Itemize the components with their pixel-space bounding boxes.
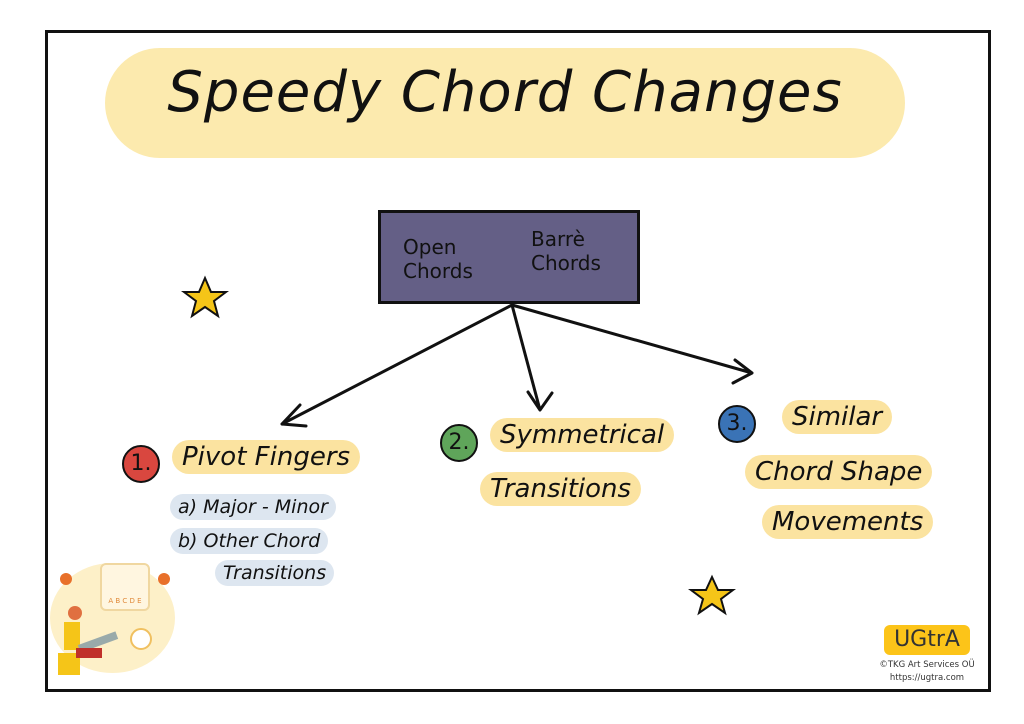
open-chords-label: Open Chords [403,235,473,283]
center-box: Open Chords Barrè Chords [378,210,640,304]
subitem-a: a) Major - Minor [170,494,336,520]
music-note-icon [158,573,170,585]
website-link[interactable]: https://ugtra.com [889,673,965,683]
frame-border [45,30,991,692]
person-head [68,606,82,620]
item-transitions: Transitions [480,472,642,506]
item-similar: Similar [782,400,893,434]
person-legs [76,648,102,658]
subitem-b: b) Other Chord [170,528,329,554]
guitarist-illustration: A B C D E [40,548,180,678]
number-badge-3: 3. [718,405,756,443]
number-badge-1: 1. [122,445,160,483]
title-highlight [105,48,905,158]
page-title: Speedy Chord Changes [167,60,843,125]
barre-chords-label: Barrè Chords [531,227,601,275]
item-pivot-fingers: Pivot Fingers [172,440,361,474]
music-note-icon [60,573,72,585]
chord-chart-card: A B C D E [100,563,150,611]
arrow-1 [280,303,514,428]
item-movements: Movements [762,505,934,539]
star-icon [181,275,736,616]
stool [58,653,80,675]
ugtra-logo: UGtrA [884,625,970,655]
number-badge-2: 2. [440,424,478,462]
item-chord-shape: Chord Shape [745,455,933,489]
copyright-text: ©TKG Art Services OÜ [879,660,975,670]
arrow-3 [510,303,754,385]
subitem-b-cont: Transitions [215,560,335,586]
person-body [64,622,80,650]
clock-icon [130,628,152,650]
item-symmetrical: Symmetrical [490,418,675,452]
arrow-2 [510,303,554,412]
